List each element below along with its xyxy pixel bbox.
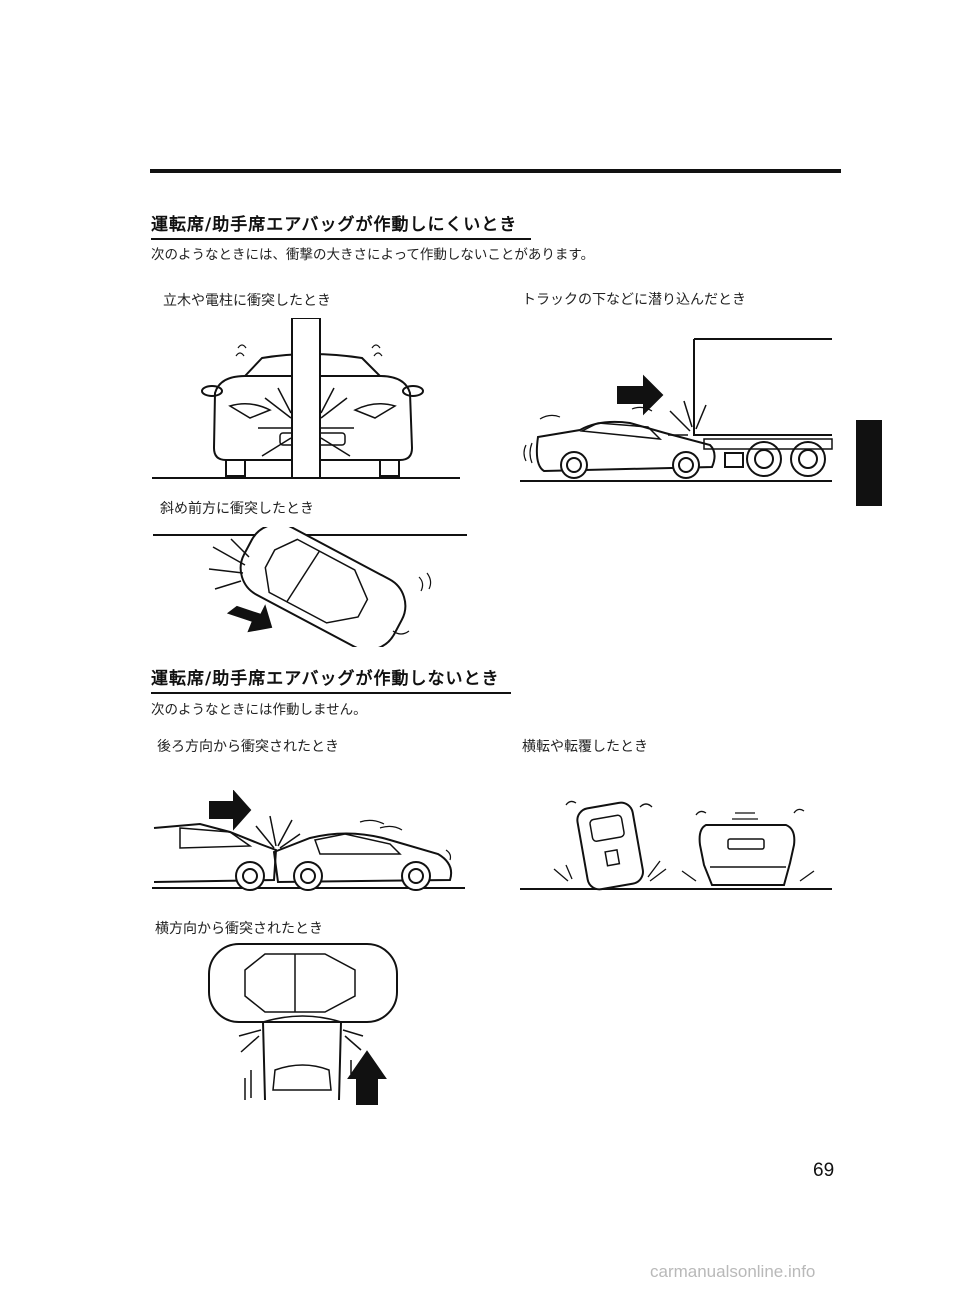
chapter-tab-marker	[856, 420, 882, 506]
caption-oblique-collision: 斜め前方に衝突したとき	[160, 501, 314, 517]
section1-heading: 運転席/助手席エアバッグが作動しにくいとき	[151, 210, 531, 240]
side-collision-illustration	[205, 940, 405, 1105]
watermark: carmanualsonline.info	[650, 1262, 816, 1281]
rollover-illustration	[520, 795, 835, 895]
section2-description: 次のようなときには作動しません。	[151, 702, 367, 718]
caption-rollover: 横転や転覆したとき	[522, 739, 648, 755]
caption-under-truck: トラックの下などに潜り込んだとき	[522, 292, 746, 308]
caption-side-collision: 横方向から衝突されたとき	[155, 921, 323, 937]
top-rule	[150, 169, 841, 173]
section1-description: 次のようなときには、衝撃の大きさによって作動しないことがあります。	[151, 247, 595, 263]
oblique-collision-illustration	[153, 527, 468, 647]
section2-heading: 運転席/助手席エアバッグが作動しないとき	[151, 664, 511, 694]
rear-collision-illustration	[150, 790, 470, 892]
pole-collision-illustration	[150, 318, 465, 488]
under-truck-illustration	[520, 335, 835, 485]
page-number: 69	[813, 1160, 835, 1181]
caption-pole-collision: 立木や電柱に衝突したとき	[163, 293, 331, 309]
caption-rear-collision: 後ろ方向から衝突されたとき	[157, 739, 339, 755]
